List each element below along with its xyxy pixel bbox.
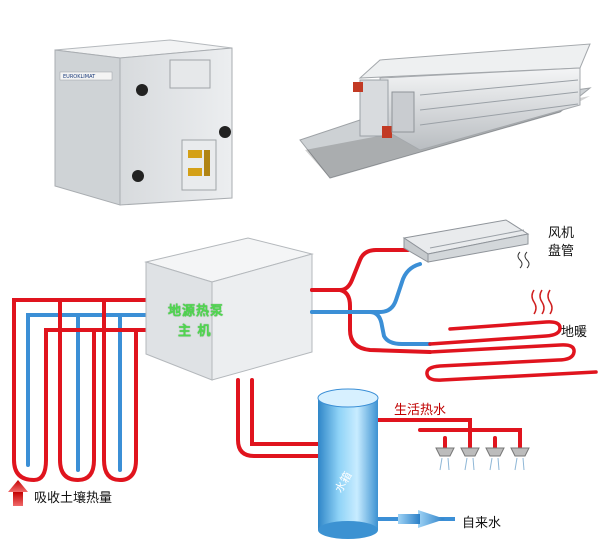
water-tank bbox=[317, 388, 379, 539]
shower-heads bbox=[435, 447, 530, 471]
floor-heating-coil bbox=[425, 320, 598, 382]
fan-coil-unit-photo bbox=[299, 43, 592, 179]
tap-water-arrow-icon bbox=[378, 510, 455, 528]
fan-coil-label-line1: 风机 bbox=[548, 226, 575, 241]
ground-loop-pipes bbox=[12, 298, 154, 483]
heat-pump-host-box bbox=[144, 237, 314, 381]
ground-heat-arrow-icon bbox=[8, 480, 28, 506]
heat-wave-icon bbox=[531, 289, 553, 315]
floor-heating-label: 地暖 bbox=[561, 325, 588, 340]
fan-coil-small bbox=[402, 219, 530, 269]
ground-heat-label: 吸收土壤热量 bbox=[34, 491, 113, 506]
heat-pump-label-line1: 地源热泵 bbox=[168, 304, 225, 319]
heat-pump-label-line2: 主 机 bbox=[178, 324, 212, 339]
tap-water-label: 自来水 bbox=[462, 516, 502, 531]
heat-pump-unit-photo: EUROKLIMAT bbox=[54, 39, 233, 206]
domestic-hot-water-label: 生活热水 bbox=[394, 403, 447, 418]
distribution-pipes bbox=[236, 248, 522, 458]
unit-brand-label: EUROKLIMAT bbox=[63, 74, 96, 80]
fan-coil-label-line2: 盘管 bbox=[548, 244, 575, 259]
